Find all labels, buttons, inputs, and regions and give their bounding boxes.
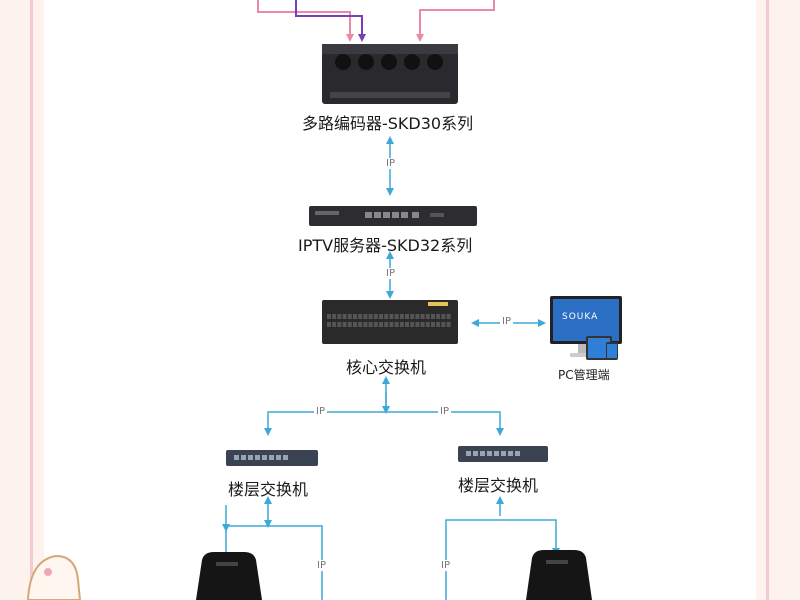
- set-top-box-left: [196, 552, 262, 600]
- monitor-brand-text: SOUKA: [562, 312, 599, 322]
- encoder-label: 多路编码器-SKD30系列: [302, 114, 474, 133]
- pc-manager-label: PC管理端: [558, 368, 610, 382]
- floor-switch-right-label: 楼层交换机: [458, 476, 539, 495]
- right-decorative-border: [766, 0, 769, 600]
- iptv-server-device: [309, 206, 477, 226]
- encoder-device: [322, 44, 458, 104]
- ip-label-core-floor-right: IP: [438, 406, 451, 417]
- left-decorative-border: [30, 0, 33, 600]
- floor-switch-left-label: 楼层交换机: [228, 480, 309, 499]
- floor-switch-left-device: [226, 450, 318, 466]
- ip-label-floor-right-down: IP: [439, 560, 452, 571]
- set-top-box-right: [526, 550, 592, 600]
- encoder-input-lines: [257, 0, 495, 42]
- core-to-floor-links: [264, 376, 504, 436]
- core-switch-label: 核心交换机: [346, 358, 427, 377]
- ip-label-server-core: IP: [384, 268, 397, 279]
- iptv-server-label: IPTV服务器-SKD32系列: [298, 236, 473, 255]
- pc-manager-device: [550, 296, 622, 360]
- ip-label-core-floor-left: IP: [314, 406, 327, 417]
- ip-label-floor-left-down: IP: [315, 560, 328, 571]
- floor-switch-right-device: [458, 446, 548, 462]
- ip-label-core-pc: IP: [500, 316, 513, 327]
- core-switch-device: [322, 300, 458, 344]
- floor-left-downstream-links: [222, 496, 323, 600]
- decorative-corner-illustration: [26, 554, 82, 600]
- ip-label-encoder-server: IP: [384, 158, 397, 169]
